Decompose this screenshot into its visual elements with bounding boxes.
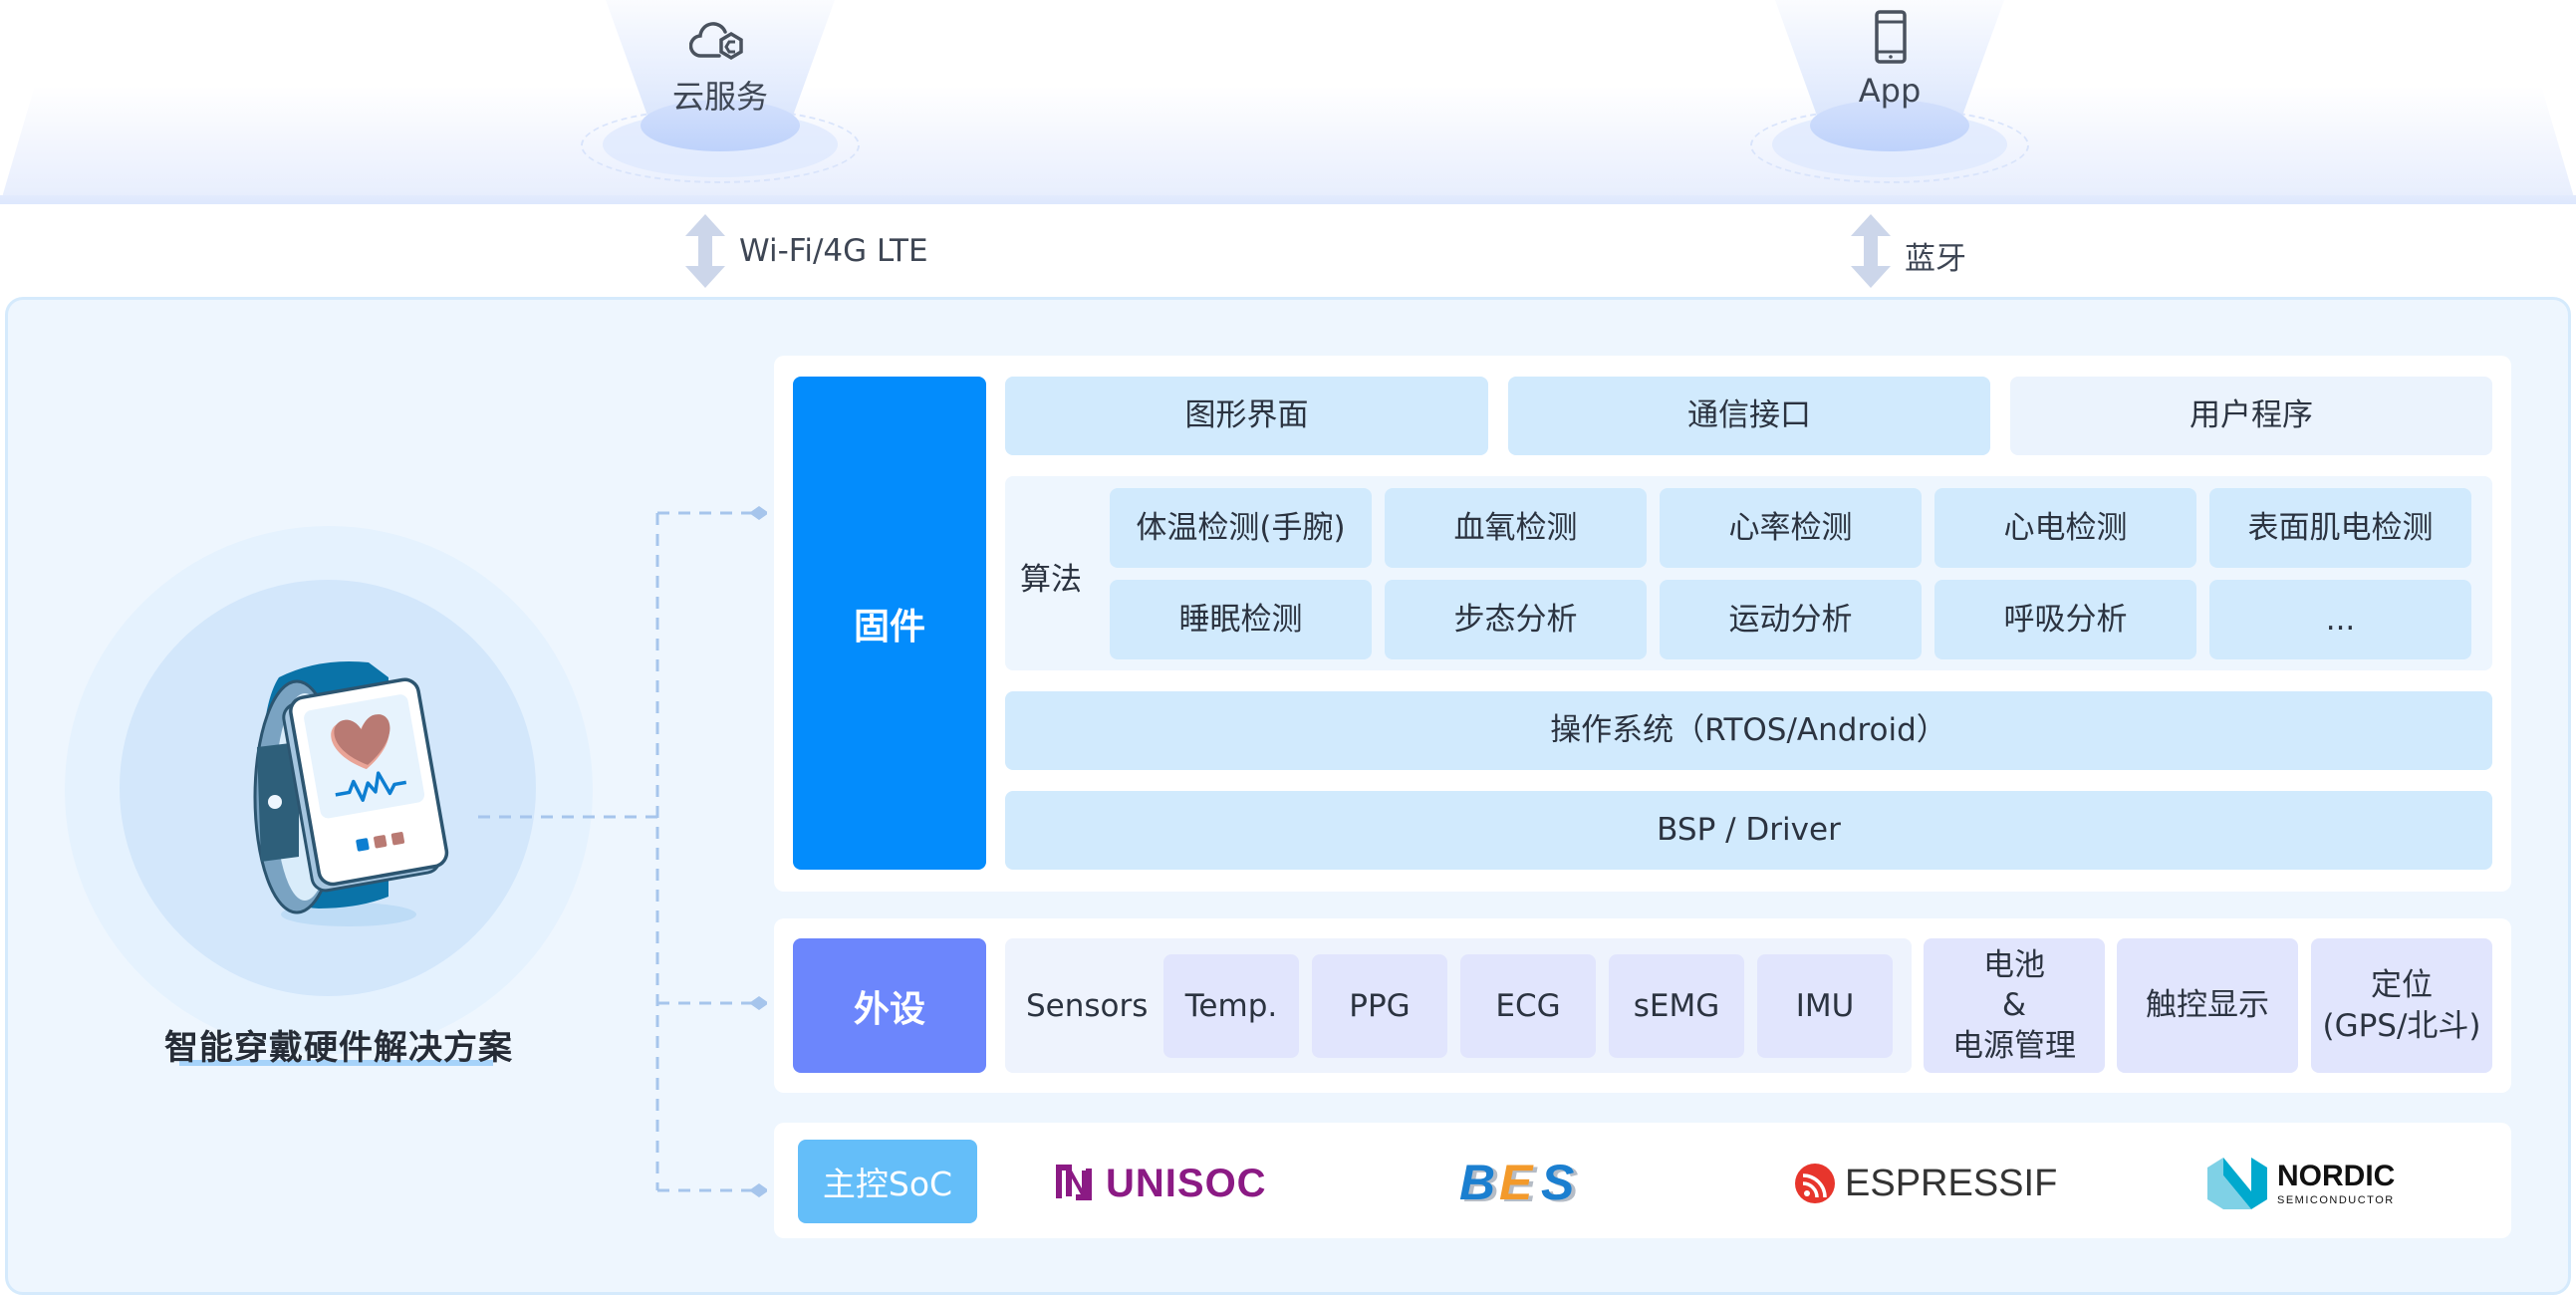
banner-base-line <box>0 195 2576 204</box>
comm-interface-tile: 通信接口 <box>1508 377 1990 455</box>
unisoc-logo: UNISOC <box>1052 1158 1267 1209</box>
algorithm-tile: 表面肌电检测 <box>2209 488 2471 568</box>
peripheral-tile: 定位(GPS/北斗) <box>2311 938 2492 1073</box>
soc-tag: 主控SoC <box>798 1140 977 1223</box>
bes-logo: B B E E S S <box>1459 1158 1578 1205</box>
algorithm-tile: 运动分析 <box>1660 580 1922 659</box>
cloud-service-icon <box>689 22 743 61</box>
espressif-mark-icon <box>1795 1164 1835 1203</box>
espressif-logo: ESPRESSIF <box>1793 1158 2057 1209</box>
bluetooth-link-label: 蓝牙 <box>1905 241 1966 277</box>
connector-firmware-diamond <box>749 506 767 520</box>
nordic-wordmark: NORDIC SEMICONDUCTOR <box>2277 1159 2396 1206</box>
top-banner <box>0 0 2576 204</box>
peripheral-tile-line: 电池 <box>1983 947 2045 984</box>
nordic-name: NORDIC <box>2277 1159 2396 1192</box>
svg-text:B: B <box>1463 1158 1499 1205</box>
bsp-driver-layer: BSP / Driver <box>1005 791 2492 870</box>
connector-lines <box>478 506 767 1197</box>
cloud-service-label: 云服务 <box>671 78 768 116</box>
sensors-label: Sensors <box>1026 988 1149 1024</box>
algorithm-tile: 步态分析 <box>1385 580 1647 659</box>
algorithm-tile: 心电检测 <box>1934 488 2196 568</box>
bidirectional-arrow-icon <box>685 214 725 288</box>
algorithm-tile: 体温检测(手腕) <box>1110 488 1372 568</box>
app-label: App <box>1858 72 1922 110</box>
smartwatch-heart-rate-icon <box>253 661 449 926</box>
sensor-tile: PPG <box>1312 954 1447 1058</box>
app-halo-core <box>1810 100 1969 151</box>
user-program-tile: 用户程序 <box>2010 377 2492 455</box>
solution-title: 智能穿戴硬件解决方案 <box>164 1028 513 1068</box>
peripherals-tag: 外设 <box>793 938 986 1073</box>
connector-soc-diamond <box>749 1183 767 1197</box>
sensor-tile: sEMG <box>1609 954 1744 1058</box>
nordic-subtitle: SEMICONDUCTOR <box>2277 1193 2395 1206</box>
title-underline <box>179 1060 493 1066</box>
sensor-tile: IMU <box>1757 954 1893 1058</box>
cloud-halo-core <box>641 100 800 151</box>
wifi-4g-link-label: Wi-Fi/4G LTE <box>739 233 928 269</box>
bidirectional-arrow-icon <box>1851 214 1891 288</box>
unisoc-name: UNISOC <box>1106 1161 1267 1205</box>
unisoc-mark-icon <box>1056 1165 1092 1200</box>
peripheral-tile-line: & <box>2001 987 2027 1024</box>
bes-letter-s: S <box>1541 1158 1574 1205</box>
svg-text:S: S <box>1545 1158 1578 1205</box>
peripheral-tile: 触控显示 <box>2117 938 2298 1073</box>
peripheral-tile-line: 电源管理 <box>1952 1027 2076 1064</box>
os-layer: 操作系统（RTOS/Android） <box>1005 691 2492 770</box>
svg-text:E: E <box>1503 1158 1538 1205</box>
nordic-logo: NORDIC SEMICONDUCTOR <box>2207 1156 2395 1211</box>
peripheral-tile-line: (GPS/北斗) <box>2322 1007 2481 1044</box>
sensor-tile: ECG <box>1460 954 1596 1058</box>
smartphone-icon <box>1875 10 1907 64</box>
bes-letter-b: B <box>1459 1158 1495 1205</box>
firmware-tag: 固件 <box>793 377 986 870</box>
algorithm-tile: 睡眠检测 <box>1110 580 1372 659</box>
peripheral-tile-line: 定位 <box>2371 967 2433 1004</box>
algorithm-label: 算法 <box>1020 562 1082 598</box>
algorithm-tile: 呼吸分析 <box>1934 580 2196 659</box>
algorithm-tile: ... <box>2209 580 2471 659</box>
sensor-tile: Temp. <box>1163 954 1299 1058</box>
algorithm-tile: 血氧检测 <box>1385 488 1647 568</box>
peripheral-tile: 电池&电源管理 <box>1924 938 2105 1073</box>
nordic-mark-icon <box>2207 1158 2267 1209</box>
bes-letter-e: E <box>1499 1158 1534 1205</box>
espressif-name: ESPRESSIF <box>1845 1162 2058 1204</box>
connector-peripherals-diamond <box>749 996 767 1010</box>
gui-tile: 图形界面 <box>1005 377 1488 455</box>
peripheral-tile-line: 触控显示 <box>2146 987 2269 1024</box>
algorithm-tile: 心率检测 <box>1660 488 1922 568</box>
